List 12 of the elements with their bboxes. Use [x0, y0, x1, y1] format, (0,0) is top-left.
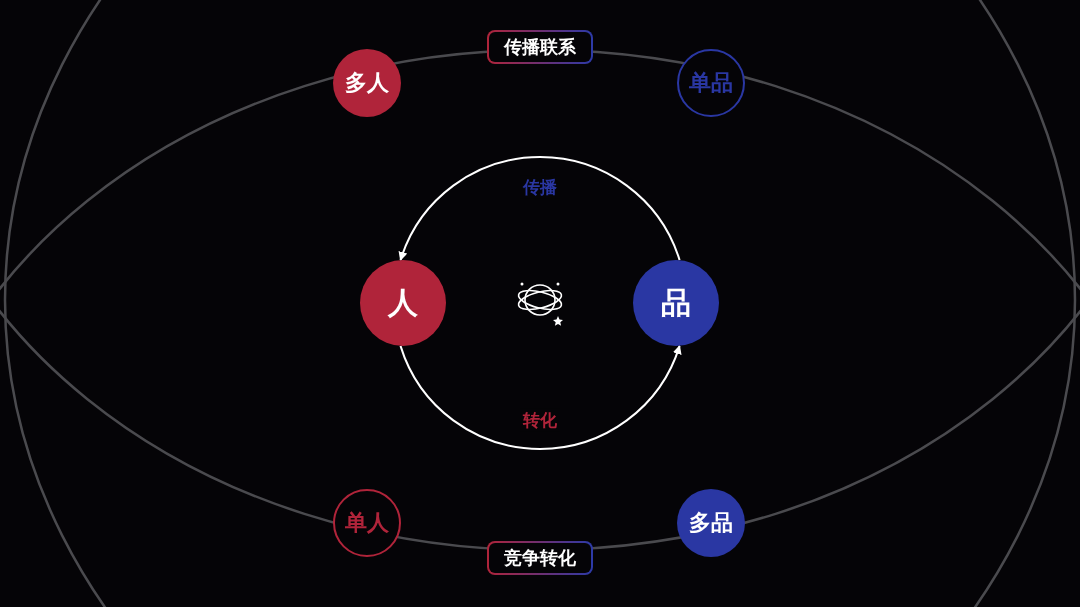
- circle-node: 多品: [677, 489, 745, 557]
- arrow: [399, 156, 681, 262]
- arrow: [399, 344, 681, 450]
- circle-node: 单品: [677, 49, 745, 117]
- label-tag: 竞争转化: [487, 541, 593, 575]
- circle-node: 多人: [333, 49, 401, 117]
- edge-label: 转化: [520, 408, 560, 432]
- label-tag: 传播联系: [487, 30, 593, 64]
- circle-node: 品: [633, 260, 719, 346]
- edge-label: 传播: [520, 175, 560, 199]
- circle-node: 人: [360, 260, 446, 346]
- circle-node: 单人: [333, 489, 401, 557]
